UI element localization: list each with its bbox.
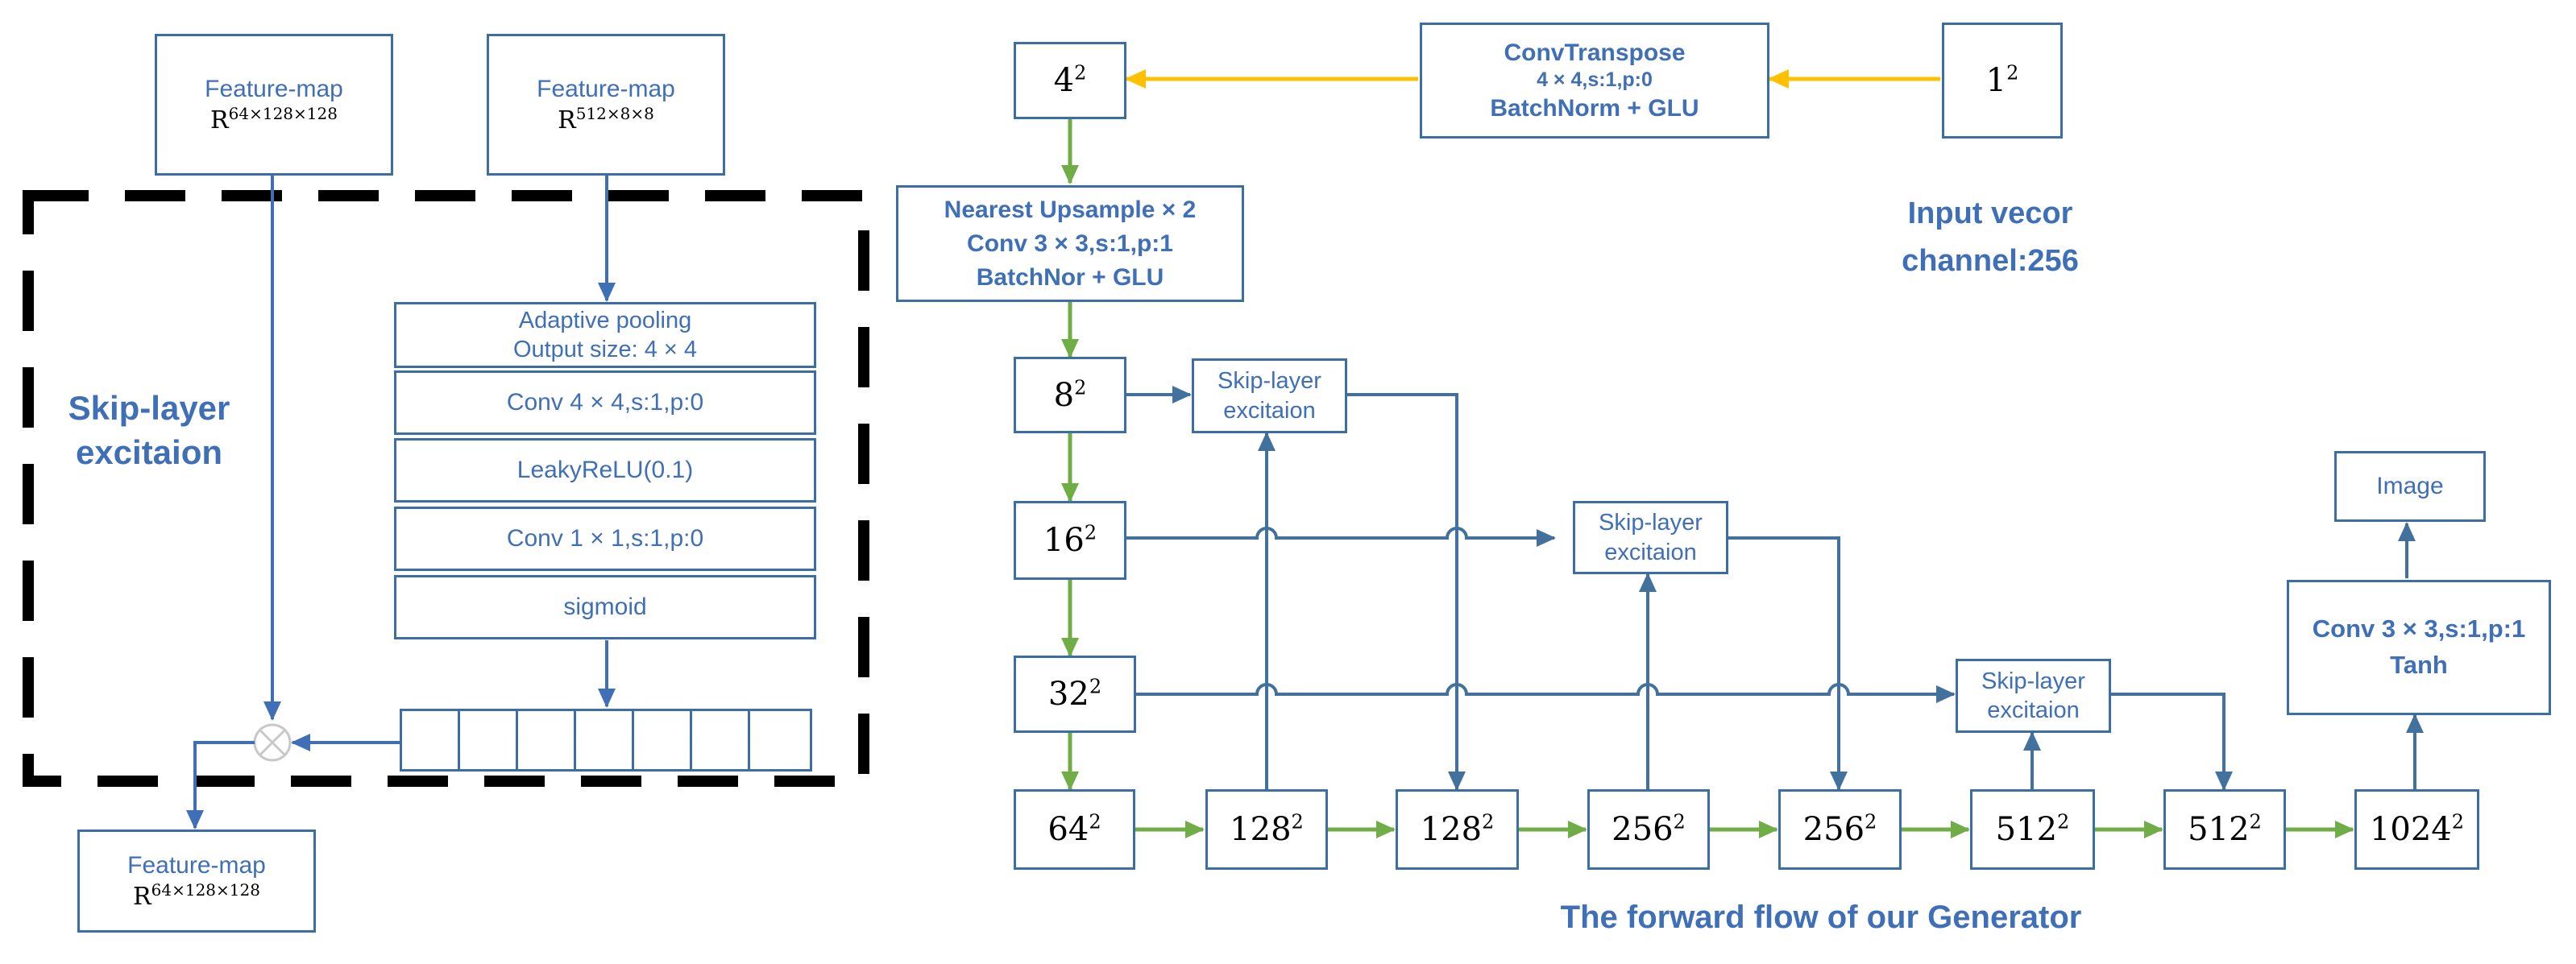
arrow-multiply-to-output <box>186 741 255 830</box>
arrow-32-to-sle3 <box>1136 683 1956 703</box>
leaky-relu-label: LeakyReLU(0.1) <box>516 457 694 484</box>
res-box-32: 322 <box>1014 656 1136 733</box>
input-vector-line2: channel:256 <box>1902 243 2079 278</box>
weight-cell <box>690 709 750 772</box>
upsample-line2: Conv 3 × 3,s:1,p:1 <box>967 230 1173 257</box>
input-feature-map-b: Feature-map R512×8×8 <box>487 34 725 176</box>
weight-cell <box>632 709 692 772</box>
multiply-icon <box>253 723 292 762</box>
sle-box-2: Skip-layer excitaion <box>1573 501 1728 574</box>
sle-box-line2: excitaion <box>1223 397 1316 424</box>
res-box-8: 82 <box>1014 357 1126 433</box>
final-conv-box: Conv 3 × 3,s:1,p:1 Tanh <box>2287 580 2551 715</box>
weight-cell <box>516 709 576 772</box>
pooling-line2: Output size: 4 × 4 <box>512 337 698 362</box>
weight-cell <box>400 709 460 772</box>
res-box-64: 642 <box>1014 789 1135 870</box>
conv4x4-box: Conv 4 × 4,s:1,p:0 <box>394 370 816 435</box>
feature-map-title: Feature-map <box>127 851 266 879</box>
res-box-512a: 5122 <box>1970 789 2095 870</box>
res-box-512b: 5122 <box>2163 789 2286 870</box>
res-box-128a: 1282 <box>1205 789 1328 870</box>
sle-box-3: Skip-layer excitaion <box>1956 659 2111 733</box>
weight-cell <box>574 709 634 772</box>
feature-map-title: Feature-map <box>205 75 343 102</box>
sigmoid-box: sigmoid <box>394 575 816 639</box>
sle-module-label: Skip-layer excitaion <box>48 387 250 474</box>
final-conv-line1: Conv 3 × 3,s:1,p:1 <box>2312 614 2526 643</box>
weight-cell <box>748 709 812 772</box>
pooling-line1: Adaptive pooling <box>518 307 692 333</box>
upsample-line1: Nearest Upsample × 2 <box>944 196 1197 223</box>
res-box-256b: 2562 <box>1778 789 1902 870</box>
feature-map-title: Feature-map <box>537 75 675 102</box>
sle-box-1: Skip-layer excitaion <box>1192 358 1347 433</box>
sle-box-line2: excitaion <box>1604 539 1697 565</box>
upsample-box: Nearest Upsample × 2 Conv 3 × 3,s:1,p:1 … <box>896 185 1244 302</box>
convtranspose-line1: ConvTranspose <box>1504 39 1686 66</box>
res-box-1: 12 <box>1942 23 2063 139</box>
sle-label-line1: Skip-layer <box>68 389 230 427</box>
sle-label-line2: excitaion <box>75 432 223 471</box>
feature-map-dimension: R64×128×128 <box>133 880 260 911</box>
sle-box-line2: excitaion <box>1987 697 2080 723</box>
arrow-sle2-to-256b <box>1728 536 1848 791</box>
res-box-4: 42 <box>1014 42 1126 119</box>
res-box-128b: 1282 <box>1396 789 1519 870</box>
conv1x1-label: Conv 1 × 1,s:1,p:0 <box>506 525 704 552</box>
leaky-relu-box: LeakyReLU(0.1) <box>394 438 816 503</box>
convtranspose-line3: BatchNorm + GLU <box>1490 94 1699 122</box>
arrow-sle1-to-128b <box>1347 393 1466 791</box>
feature-map-dimension: R64×128×128 <box>210 104 338 134</box>
conv4x4-label: Conv 4 × 4,s:1,p:0 <box>506 389 704 416</box>
feature-map-dimension: R512×8×8 <box>558 104 654 134</box>
input-vector-label: Input vecor channel:256 <box>1861 190 2119 285</box>
convtranspose-line2: 4 × 4,s:1,p:0 <box>1537 68 1653 92</box>
sle-box-line1: Skip-layer <box>1981 668 2085 694</box>
upsample-line3: BatchNor + GLU <box>976 263 1164 291</box>
final-conv-line2: Tanh <box>2390 651 2448 679</box>
arrow-sle3-to-512b <box>2111 693 2233 791</box>
convtranspose-box: ConvTranspose 4 × 4,s:1,p:0 BatchNorm + … <box>1420 23 1769 139</box>
adaptive-pooling-box: Adaptive pooling Output size: 4 × 4 <box>394 302 816 368</box>
conv1x1-box: Conv 1 × 1,s:1,p:0 <box>394 507 816 571</box>
res-box-256a: 2562 <box>1587 789 1710 870</box>
sle-box-line1: Skip-layer <box>1599 510 1703 536</box>
sle-module-dashed-border <box>23 190 869 787</box>
input-feature-map-a: Feature-map R64×128×128 <box>155 34 393 176</box>
input-vector-line1: Input vecor <box>1907 197 2073 230</box>
arrow-16-to-sle2 <box>1126 527 1556 547</box>
sigmoid-label: sigmoid <box>563 594 647 621</box>
image-output-box: Image <box>2334 451 2486 522</box>
output-feature-map: Feature-map R64×128×128 <box>77 830 316 933</box>
diagram-caption: The forward flow of our Generator <box>1560 900 2082 935</box>
image-output-label: Image <box>2376 473 2444 500</box>
weight-cell <box>458 709 518 772</box>
res-box-1024: 10242 <box>2354 789 2479 870</box>
res-box-16: 162 <box>1014 501 1126 580</box>
sle-box-line1: Skip-layer <box>1217 368 1321 395</box>
